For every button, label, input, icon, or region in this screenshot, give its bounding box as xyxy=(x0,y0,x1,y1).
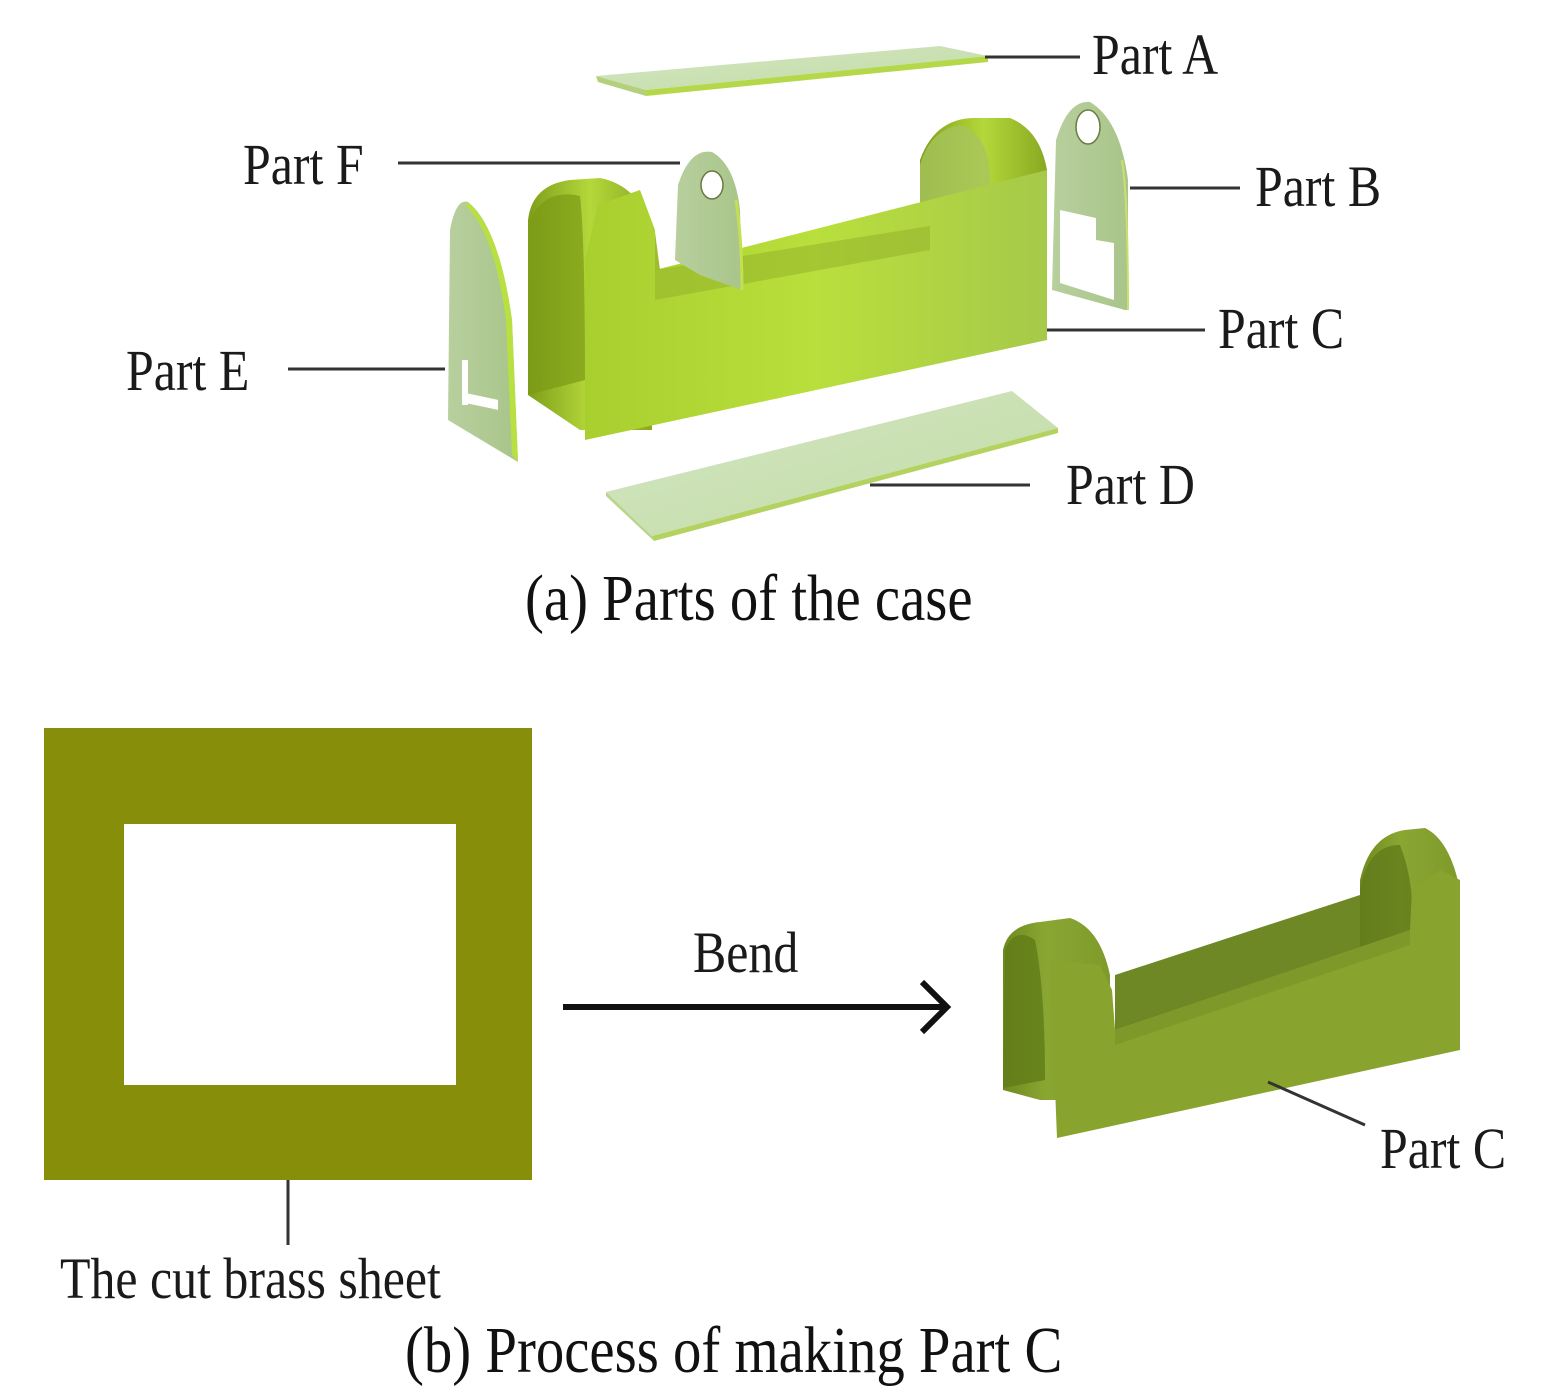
part-b-plate xyxy=(1052,101,1129,311)
cut-brass-sheet xyxy=(44,728,532,1180)
label-part-b: Part B xyxy=(1255,154,1382,219)
bend-arrow-icon xyxy=(563,979,952,1035)
label-part-f: Part F xyxy=(243,132,364,197)
part-f-plate xyxy=(675,151,744,291)
part-c-result-leader xyxy=(1267,1080,1366,1127)
part-a-plate xyxy=(596,46,988,96)
part-d-plate xyxy=(606,391,1058,541)
bent-part-c xyxy=(1003,828,1460,1138)
label-part-c-result: Part C xyxy=(1380,1116,1507,1181)
label-cut-brass-sheet: The cut brass sheet xyxy=(60,1246,441,1311)
label-part-e: Part E xyxy=(126,338,250,403)
label-part-d: Part D xyxy=(1066,452,1195,517)
part-c-channel xyxy=(528,118,1047,440)
label-bend: Bend xyxy=(693,920,799,985)
caption-a: (a) Parts of the case xyxy=(525,562,973,635)
label-part-a: Part A xyxy=(1092,22,1219,87)
caption-b: (b) Process of making Part C xyxy=(405,1314,1063,1387)
part-e-plate xyxy=(448,201,518,463)
label-part-c: Part C xyxy=(1218,296,1345,361)
